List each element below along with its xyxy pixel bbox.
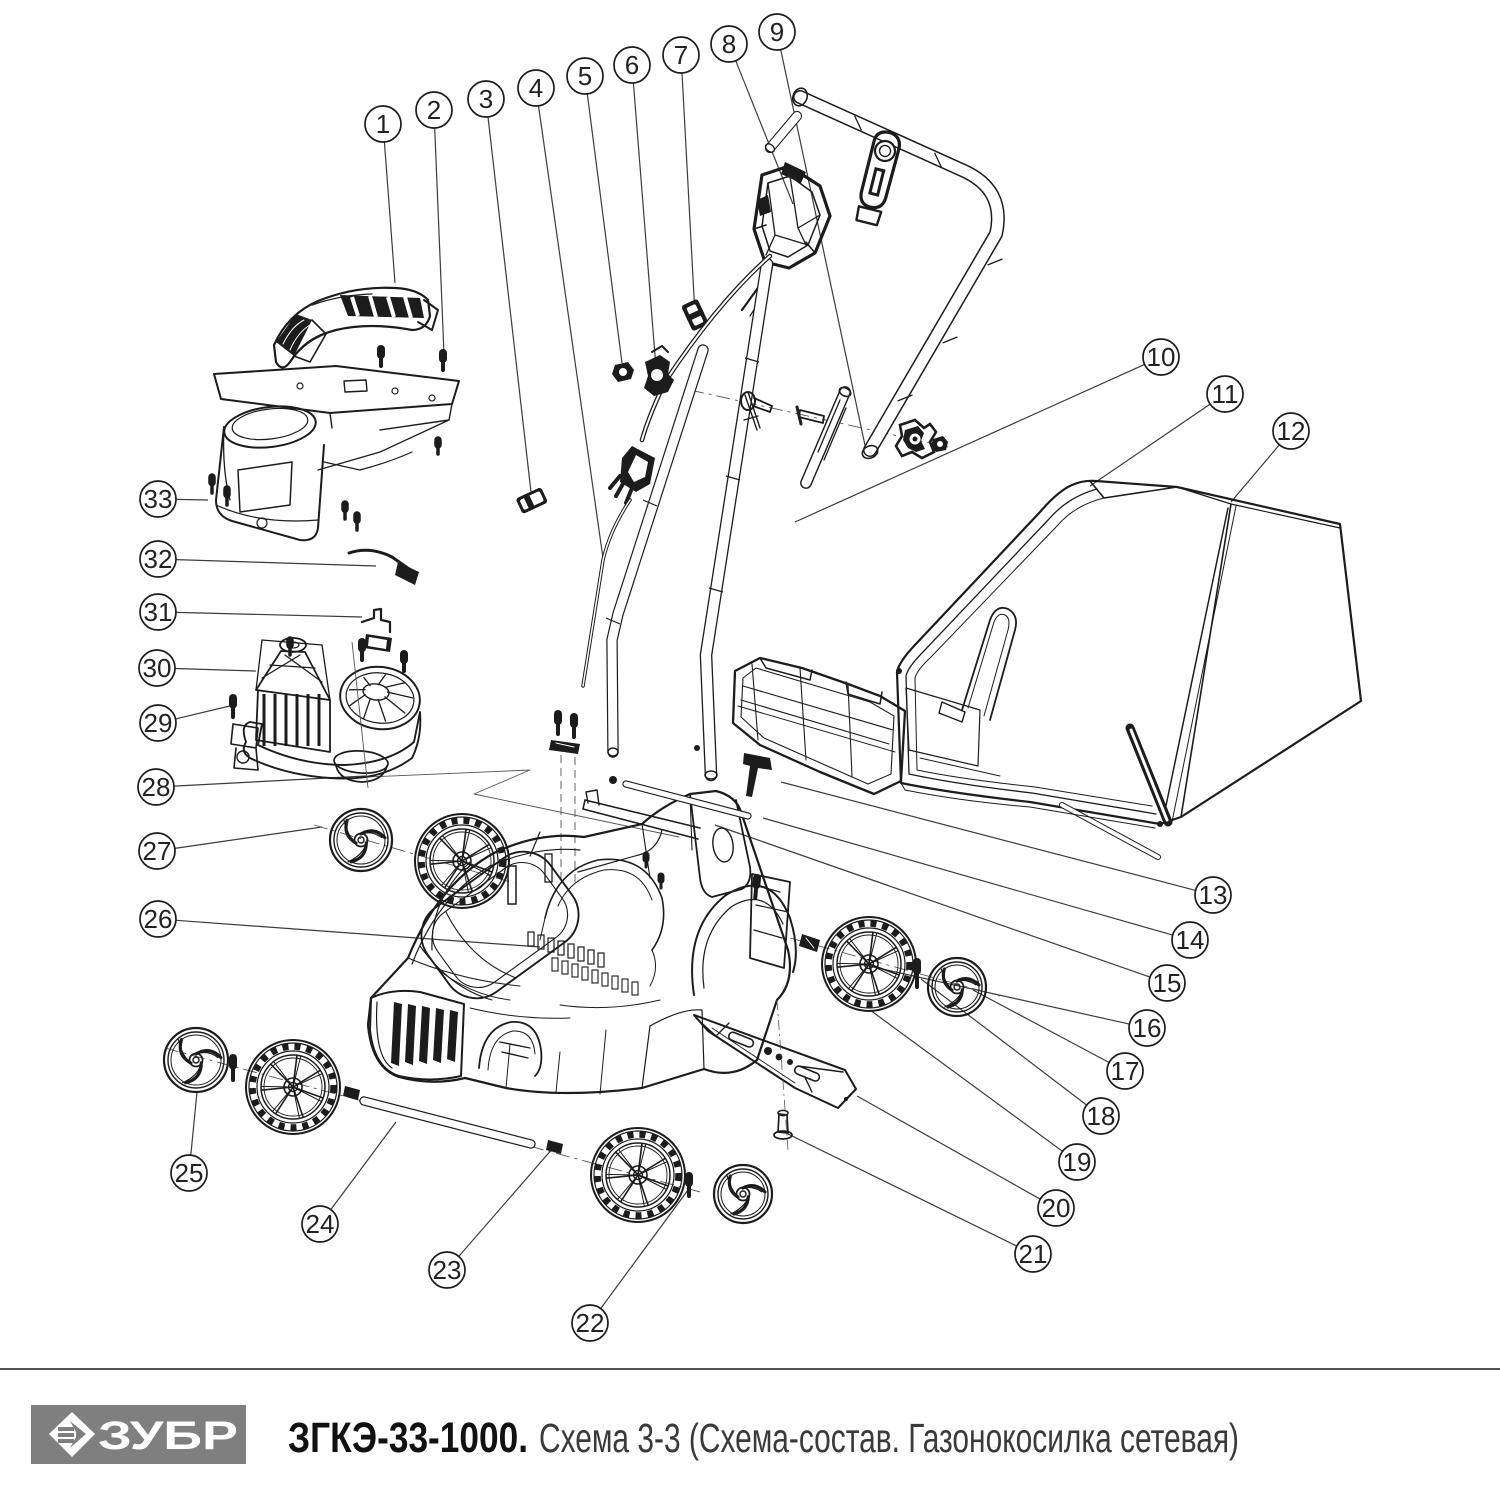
svg-text:3: 3 bbox=[479, 84, 493, 114]
svg-text:17: 17 bbox=[1111, 1056, 1140, 1086]
svg-text:33: 33 bbox=[144, 484, 173, 514]
svg-text:2: 2 bbox=[427, 95, 441, 125]
svg-text:19: 19 bbox=[1063, 1147, 1092, 1177]
svg-text:31: 31 bbox=[144, 597, 173, 627]
svg-text:29: 29 bbox=[144, 708, 173, 738]
svg-text:ЗУБР: ЗУБР bbox=[98, 1414, 238, 1458]
svg-text:15: 15 bbox=[1153, 968, 1182, 998]
svg-text:4: 4 bbox=[529, 73, 543, 103]
svg-text:1: 1 bbox=[376, 109, 390, 139]
svg-text:28: 28 bbox=[142, 772, 171, 802]
svg-text:16: 16 bbox=[1133, 1013, 1162, 1043]
svg-text:14: 14 bbox=[1176, 925, 1205, 955]
svg-text:24: 24 bbox=[306, 1209, 335, 1239]
svg-text:11: 11 bbox=[1212, 379, 1239, 409]
svg-text:22: 22 bbox=[576, 1308, 605, 1338]
svg-text:27: 27 bbox=[143, 836, 172, 866]
svg-text:9: 9 bbox=[770, 17, 784, 47]
svg-text:18: 18 bbox=[1087, 1101, 1116, 1131]
svg-text:6: 6 bbox=[625, 50, 639, 80]
svg-text:20: 20 bbox=[1042, 1193, 1071, 1223]
svg-text:8: 8 bbox=[722, 29, 736, 59]
svg-text:7: 7 bbox=[674, 40, 688, 70]
svg-text:12: 12 bbox=[1277, 416, 1306, 446]
svg-text:ЗГКЭ-33-1000.: ЗГКЭ-33-1000. bbox=[288, 1414, 528, 1462]
svg-text:25: 25 bbox=[175, 1158, 204, 1188]
svg-text:23: 23 bbox=[433, 1255, 462, 1285]
svg-text:21: 21 bbox=[1019, 1239, 1048, 1269]
svg-text:5: 5 bbox=[578, 61, 592, 91]
svg-text:30: 30 bbox=[143, 653, 172, 683]
svg-text:13: 13 bbox=[1199, 880, 1228, 910]
svg-text:Схема 3-3 (Схема-состав. Газон: Схема 3-3 (Схема-состав. Газонокосилка с… bbox=[539, 1415, 1239, 1461]
svg-text:10: 10 bbox=[1147, 342, 1176, 372]
svg-text:26: 26 bbox=[144, 904, 173, 934]
svg-text:32: 32 bbox=[144, 544, 173, 574]
